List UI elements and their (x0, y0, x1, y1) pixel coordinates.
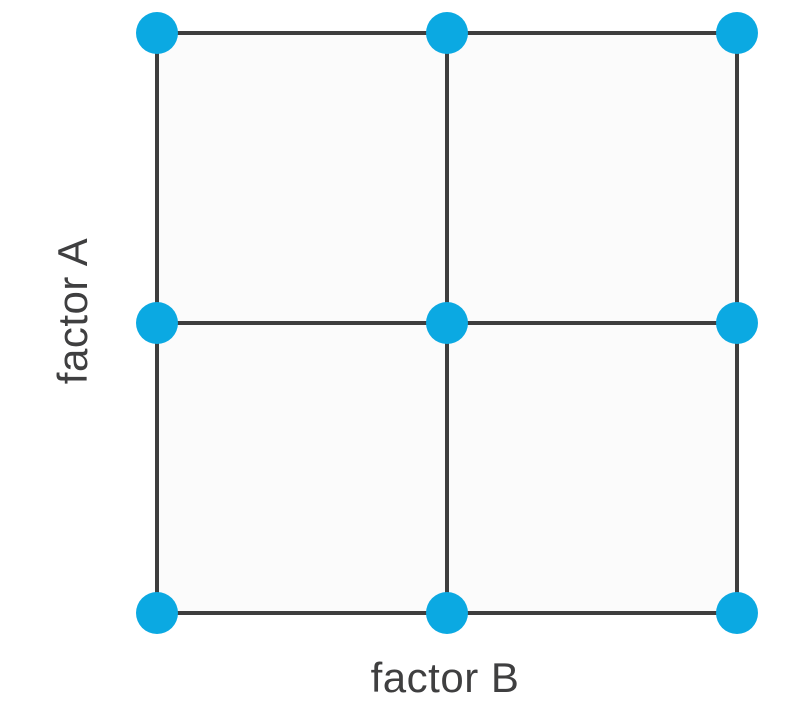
design-point (426, 12, 468, 54)
design-point (716, 592, 758, 634)
factor-a-axis-label: factor A (49, 237, 96, 385)
design-point (136, 302, 178, 344)
design-point (136, 12, 178, 54)
design-point (426, 592, 468, 634)
design-point (716, 12, 758, 54)
design-point (136, 592, 178, 634)
factor-b-axis-label: factor B (370, 654, 520, 701)
design-point (716, 302, 758, 344)
design-point (426, 302, 468, 344)
